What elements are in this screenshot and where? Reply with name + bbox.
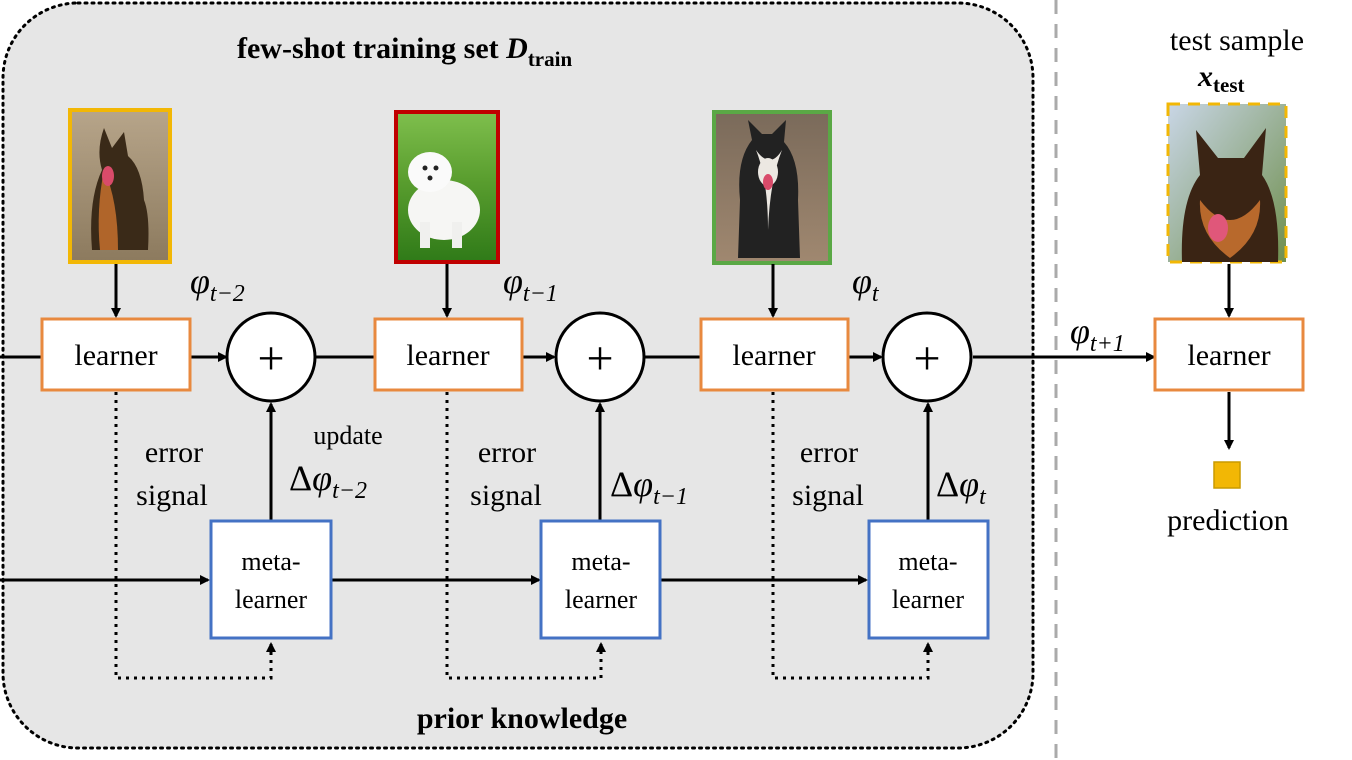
meta-learner-box-1: meta- learner — [209, 519, 333, 640]
meta-label-3b: learner — [892, 585, 965, 614]
prior-knowledge-label: prior knowledge — [417, 702, 627, 735]
phi-symbol-2: φ — [503, 261, 523, 301]
panel-title-text: few-shot training set — [237, 32, 506, 65]
delta-symbol-1: Δ — [289, 458, 312, 498]
prediction-label: prediction — [1167, 504, 1289, 537]
phi-label-1: φt−2 — [190, 261, 245, 307]
learner-label-test: learner — [1187, 339, 1270, 372]
meta-label-1a: meta- — [241, 547, 300, 576]
phi-symbol-3: φ — [852, 261, 872, 301]
signal-label-3: signal — [792, 479, 864, 512]
delta-phi-2: φ — [633, 464, 653, 504]
image-2 — [394, 110, 500, 264]
image-1 — [68, 108, 172, 264]
test-sample-symbol: xtest — [1197, 60, 1244, 97]
panel-title-symbol: D — [505, 32, 528, 65]
plus-sign-3: + — [913, 332, 940, 385]
plus-sign-2: + — [586, 332, 613, 385]
delta-symbol-2: Δ — [610, 464, 633, 504]
phi-label-2: φt−1 — [503, 261, 558, 307]
phi-label-3: φt — [852, 261, 880, 307]
error-path-3 — [771, 392, 933, 680]
meta-label-2b: learner — [565, 585, 638, 614]
delta-label-1: Δφt−2 — [289, 458, 367, 504]
learner-box-3: learner — [699, 317, 850, 392]
prediction-square — [1213, 461, 1241, 489]
delta-sub-1: t−2 — [332, 478, 367, 504]
meta-learner-box-3: meta- learner — [867, 519, 990, 640]
delta-label-2: Δφt−1 — [610, 464, 688, 510]
image-3 — [712, 110, 832, 265]
delta-symbol-3: Δ — [936, 464, 959, 504]
delta-sub-3: t — [979, 484, 987, 510]
learner-label-3: learner — [732, 339, 815, 372]
phi-sub-3: t — [872, 281, 880, 307]
error-path-1 — [114, 392, 276, 680]
learner-label-2: learner — [406, 339, 489, 372]
signal-label-1: signal — [136, 479, 208, 512]
phi-sub-2: t−1 — [523, 281, 558, 307]
delta-label-3: Δφt — [936, 464, 987, 510]
plus-circle-1: + — [225, 311, 317, 403]
phi-sub-1: t−2 — [210, 281, 245, 307]
panel-title: few-shot training set Dtrain — [237, 32, 572, 71]
error-label-1: error — [145, 436, 203, 469]
phi-sub-out: t+1 — [1090, 331, 1125, 357]
delta-phi-1: φ — [312, 458, 332, 498]
error-label-3: error — [800, 436, 858, 469]
learner-box-test: learner — [1153, 317, 1305, 392]
delta-phi-3: φ — [959, 464, 979, 504]
plus-circle-3: + — [881, 311, 973, 403]
plus-sign-1: + — [257, 332, 284, 385]
panel-title-sub: train — [528, 47, 573, 71]
phi-symbol-out: φ — [1070, 311, 1090, 351]
meta-label-2a: meta- — [571, 547, 630, 576]
learner-box-2: learner — [373, 317, 524, 392]
meta-learner-box-2: meta- learner — [539, 519, 662, 640]
meta-label-3a: meta- — [898, 547, 957, 576]
plus-circle-2: + — [554, 311, 646, 403]
learner-label-1: learner — [74, 339, 157, 372]
test-symbol-sub: test — [1213, 73, 1244, 97]
test-symbol-x: x — [1197, 60, 1213, 93]
test-image — [1166, 102, 1288, 264]
error-path-2 — [445, 392, 606, 680]
phi-symbol-1: φ — [190, 261, 210, 301]
test-sample-label: test sample — [1170, 24, 1304, 57]
meta-label-1b: learner — [235, 585, 308, 614]
update-label: update — [313, 421, 382, 450]
phi-label-out: φt+1 — [1070, 311, 1125, 357]
delta-sub-2: t−1 — [653, 484, 688, 510]
learner-box-1: learner — [40, 317, 192, 392]
signal-label-2: signal — [470, 479, 542, 512]
error-label-2: error — [478, 436, 536, 469]
